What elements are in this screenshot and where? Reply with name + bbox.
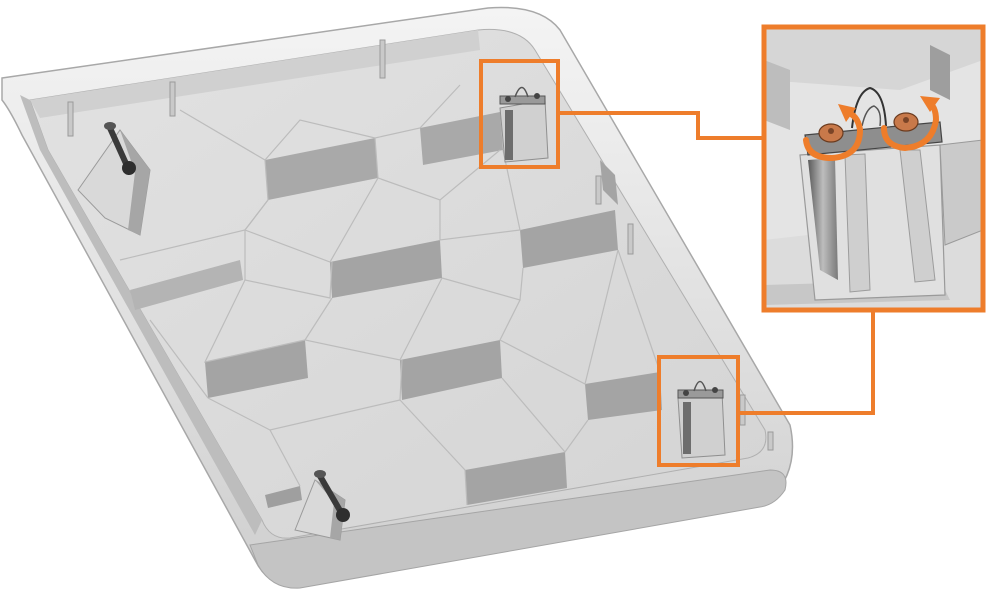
edge-tab [67,101,74,137]
clip-plate [499,95,546,105]
rib-wall [205,340,308,398]
post-bracket-shadow [315,480,345,540]
hex-cell-outline [244,230,333,299]
edge-tabs [67,39,774,451]
rib-wall [465,452,567,505]
rotate-arrow-left-head [838,104,856,122]
hex-cell-outline [269,429,301,487]
bolt-shaft [107,126,131,170]
callout-group [479,59,875,467]
hex-cell-outline [149,319,209,399]
post-bracket-shadow [120,130,150,235]
edge-tab [379,39,386,79]
detail-zoom-view [761,24,986,313]
zoom-nut-left-hole [828,128,834,134]
rib-wall [130,260,243,310]
hex-cell-outline [374,137,501,201]
clip-post-upper [499,86,549,163]
edge-tab [767,431,774,451]
rib-wall [265,486,302,508]
hex-cell-outline [399,399,468,506]
clip-wire-icon [693,380,707,392]
zoom-post-slot [808,158,838,280]
clip-post-lower [677,380,726,459]
clip-post-slot [683,402,691,454]
clip-nut-icon [505,96,511,102]
rotate-arrow-right-icon [881,99,940,152]
upper-leader-line [558,111,764,140]
hex-cell-outline [501,377,589,453]
zoom-nut-right-hole [903,117,909,123]
nut-icon [336,508,350,522]
edge-tab [627,223,634,255]
rib-wall [330,240,442,298]
rib-wall [585,372,662,420]
rib-wall [400,340,502,400]
rib-wall [265,138,378,200]
bolt-head-icon [314,470,326,478]
nut-icon [122,161,136,175]
clip-nut-icon [712,387,718,393]
edge-tab [595,175,602,205]
hex-cell-outline [617,249,661,373]
bolt-head-icon [104,122,116,130]
clip-wire-icon [514,86,529,98]
hex-cell-outline [499,249,619,385]
clip-nut-icon [683,390,689,396]
tray-body [1,6,794,589]
zoom-wall [930,45,950,100]
tray-top-wall [30,30,480,118]
edge-tab [739,394,746,426]
hex-cell-outline [244,177,379,263]
tray-left-wall [20,95,262,535]
hex-rib-pattern [119,84,662,508]
zoom-clip-wire-icon [861,105,882,127]
bolt-shaft [317,474,345,516]
zoom-clip-wire-icon [851,86,887,129]
lower-leader-line [738,310,875,415]
hex-cell-outline [207,359,403,431]
clip-plate [677,389,724,399]
detail-zoom-box [761,24,986,313]
clip-nut-icon [534,93,540,99]
zoom-wall [764,27,983,90]
rib-wall [600,160,618,205]
hex-cell-outline [439,149,521,241]
rib-wall [520,210,618,268]
zoom-post-rib [899,149,936,283]
hex-cell-outline [203,279,306,363]
clip-post-slot [505,110,513,160]
bolt-post-upper-left [77,122,151,236]
rotate-arrow-right-head [920,96,940,112]
bolt-post-lower-left [294,470,350,541]
zoom-side-block [939,139,983,246]
zoom-wall [764,60,790,130]
zoom-post-rib [844,153,871,293]
hex-cell-outline [304,277,443,361]
tray-bottom-lip [249,469,787,589]
edge-tab [169,81,176,117]
rotate-arrow-left-icon [803,109,864,162]
